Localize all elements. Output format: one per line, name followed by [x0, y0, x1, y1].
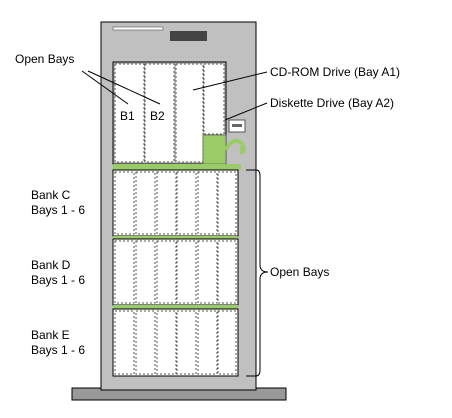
label-bank-c: Bank C [31, 188, 71, 202]
bank-e-bay-5 [197, 310, 218, 375]
label-b2: B2 [150, 109, 165, 123]
top-panel-bar [170, 31, 207, 41]
bank-e-bay-1 [114, 310, 135, 375]
label-open-bays-top: Open Bays [15, 52, 74, 66]
label-diskette: Diskette Drive (Bay A2) [270, 96, 394, 110]
pointer-diskette [224, 102, 268, 121]
label-bank-d: Bank D [31, 258, 71, 272]
bank-d-bay-5 [197, 240, 218, 304]
bank-e-bay-4 [176, 310, 197, 375]
bank-c-bay-1 [114, 171, 135, 235]
bank-d-bay-1 [114, 240, 135, 304]
label-open-bays-right: Open Bays [270, 265, 329, 279]
right-bracket [246, 169, 269, 377]
green-panel-top [202, 134, 227, 165]
green-strip [113, 164, 241, 170]
bank-c-bay-3 [156, 171, 177, 235]
bank-e [112, 308, 239, 377]
bank-d-bay-6 [217, 240, 237, 304]
label-b1: B1 [120, 109, 135, 123]
bay-a2-diskette [203, 63, 225, 135]
release-lever-tip [240, 146, 246, 155]
bank-c-bay-4 [176, 171, 197, 235]
label-bank-d-bays: Bays 1 - 6 [31, 273, 85, 287]
bank-c-bay-2 [135, 171, 156, 235]
green-strip-de [113, 305, 238, 309]
pointer-cdrom [192, 71, 268, 91]
bank-d-bay-2 [135, 240, 156, 304]
label-bank-c-bays: Bays 1 - 6 [31, 203, 85, 217]
green-strip-cd [113, 236, 238, 239]
bay-b2 [144, 63, 175, 163]
bank-c [112, 169, 239, 237]
bank-e-bay-6 [217, 310, 237, 375]
power-switch-slot [232, 124, 242, 127]
bank-d-bay-4 [176, 240, 197, 304]
bank-e-bay-2 [135, 310, 156, 375]
label-cdrom: CD-ROM Drive (Bay A1) [270, 65, 400, 79]
bank-d [112, 238, 239, 306]
label-bank-e: Bank E [31, 328, 70, 342]
bank-e-bay-3 [156, 310, 177, 375]
release-lever [224, 139, 246, 151]
pointer-b2 [87, 70, 161, 105]
bank-d-bay-3 [156, 240, 177, 304]
bay-b1 [114, 63, 145, 163]
top-vent [112, 26, 164, 31]
bay-a1-cdrom [175, 63, 204, 163]
bank-c-bay-6 [217, 171, 237, 235]
label-bank-e-bays: Bays 1 - 6 [31, 343, 85, 357]
pointer-b1 [81, 70, 129, 105]
bank-c-bay-5 [197, 171, 218, 235]
